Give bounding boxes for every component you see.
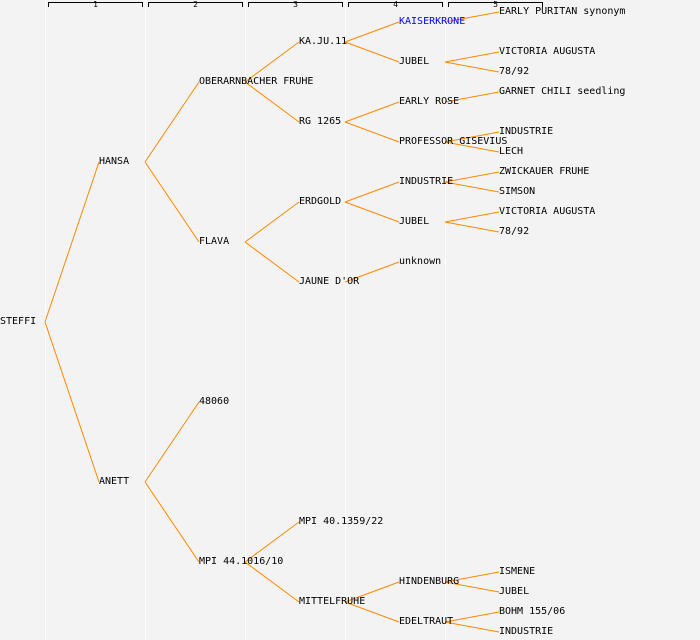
variety-label: OBERARNBACHER FRUHE [199,76,314,87]
pedigree-link [344,601,400,623]
generation-bracket [248,2,343,7]
variety-label: ZWICKAUER FRUHE [499,166,590,177]
pedigree-link [444,131,500,143]
column-separator [145,0,146,640]
variety-label: INDUSTRIE [499,126,554,137]
variety-label: JUBEL [399,216,430,227]
variety-label: JUBEL [499,586,530,597]
generation-bracket [48,2,143,7]
variety-label: GARNET CHILI seedling [499,86,626,97]
variety-label: RG 1265 [299,116,342,127]
column-separator [345,0,346,640]
pedigree-link [344,201,400,223]
pedigree-link [444,581,500,593]
pedigree-link [244,41,300,83]
variety-label: MPI 44.1016/10 [199,556,284,567]
pedigree-link [444,91,500,103]
pedigree-link [444,171,500,183]
variety-label: EARLY ROSE [399,96,460,107]
pedigree-link [344,121,400,143]
variety-label: HANSA [99,156,130,167]
variety-label: VICTORIA AUGUSTA [499,46,596,57]
variety-label: EARLY PURITAN synonym [499,6,626,17]
variety-label: HINDENBURG [399,576,460,587]
column-separator [245,0,246,640]
pedigree-link [44,321,100,483]
pedigree-link [244,521,300,563]
pedigree-link [344,41,400,63]
variety-label: STEFFI [0,316,37,327]
pedigree-link [444,181,500,193]
pedigree-link [444,51,500,63]
pedigree-link [344,21,400,43]
variety-label: JUBEL [399,56,430,67]
variety-label: ANETT [99,476,130,487]
pedigree-link [344,261,400,283]
variety-label: BOHM 155/06 [499,606,566,617]
variety-label: 78/92 [499,66,530,77]
generation-number: 4 [393,0,398,9]
variety-label: INDUSTRIE [399,176,454,187]
generation-number: 2 [193,0,198,9]
pedigree-link [244,241,300,283]
pedigree-link [144,161,200,243]
variety-label: JAUNE D'OR [299,276,360,287]
pedigree-link [344,181,400,203]
generation-bracket [348,2,443,7]
pedigree-link [444,11,500,23]
generation-number: 5 [493,0,498,9]
pedigree-link [444,611,500,623]
pedigree-link [344,581,400,603]
pedigree-link [444,61,500,73]
pedigree-link [144,81,200,163]
generation-bracket [448,2,543,7]
pedigree-link [444,141,500,153]
variety-label: ERDGOLD [299,196,342,207]
pedigree-link [244,561,300,603]
variety-label: PROFESSOR GISEVIUS [399,136,508,147]
variety-label: 78/92 [499,226,530,237]
variety-label: KA.JU.11 [299,36,348,47]
generation-number: 1 [93,0,98,9]
pedigree-link [444,571,500,583]
column-separator [445,0,446,640]
pedigree-link [144,401,200,483]
pedigree-link [244,81,300,123]
variety-link[interactable]: KAISERKRONE [399,16,466,27]
pedigree-link [144,481,200,563]
variety-label: EDELTRAUT [399,616,454,627]
pedigree-link [344,101,400,123]
generation-number: 3 [293,0,298,9]
variety-label: VICTORIA AUGUSTA [499,206,596,217]
variety-label: SIMSON [499,186,536,197]
variety-label: MPI 40.1359/22 [299,516,384,527]
variety-label: 48060 [199,396,230,407]
variety-label: INDUSTRIE [499,626,554,637]
variety-label: unknown [399,256,442,267]
generation-bracket [148,2,243,7]
pedigree-link [44,161,100,323]
variety-label: LECH [499,146,524,157]
pedigree-link [444,211,500,223]
variety-label: FLAVA [199,236,230,247]
pedigree-link [244,201,300,243]
pedigree-link [444,621,500,633]
variety-label: ISMENE [499,566,536,577]
pedigree-link [444,221,500,233]
variety-label: MITTELFRUHE [299,596,366,607]
